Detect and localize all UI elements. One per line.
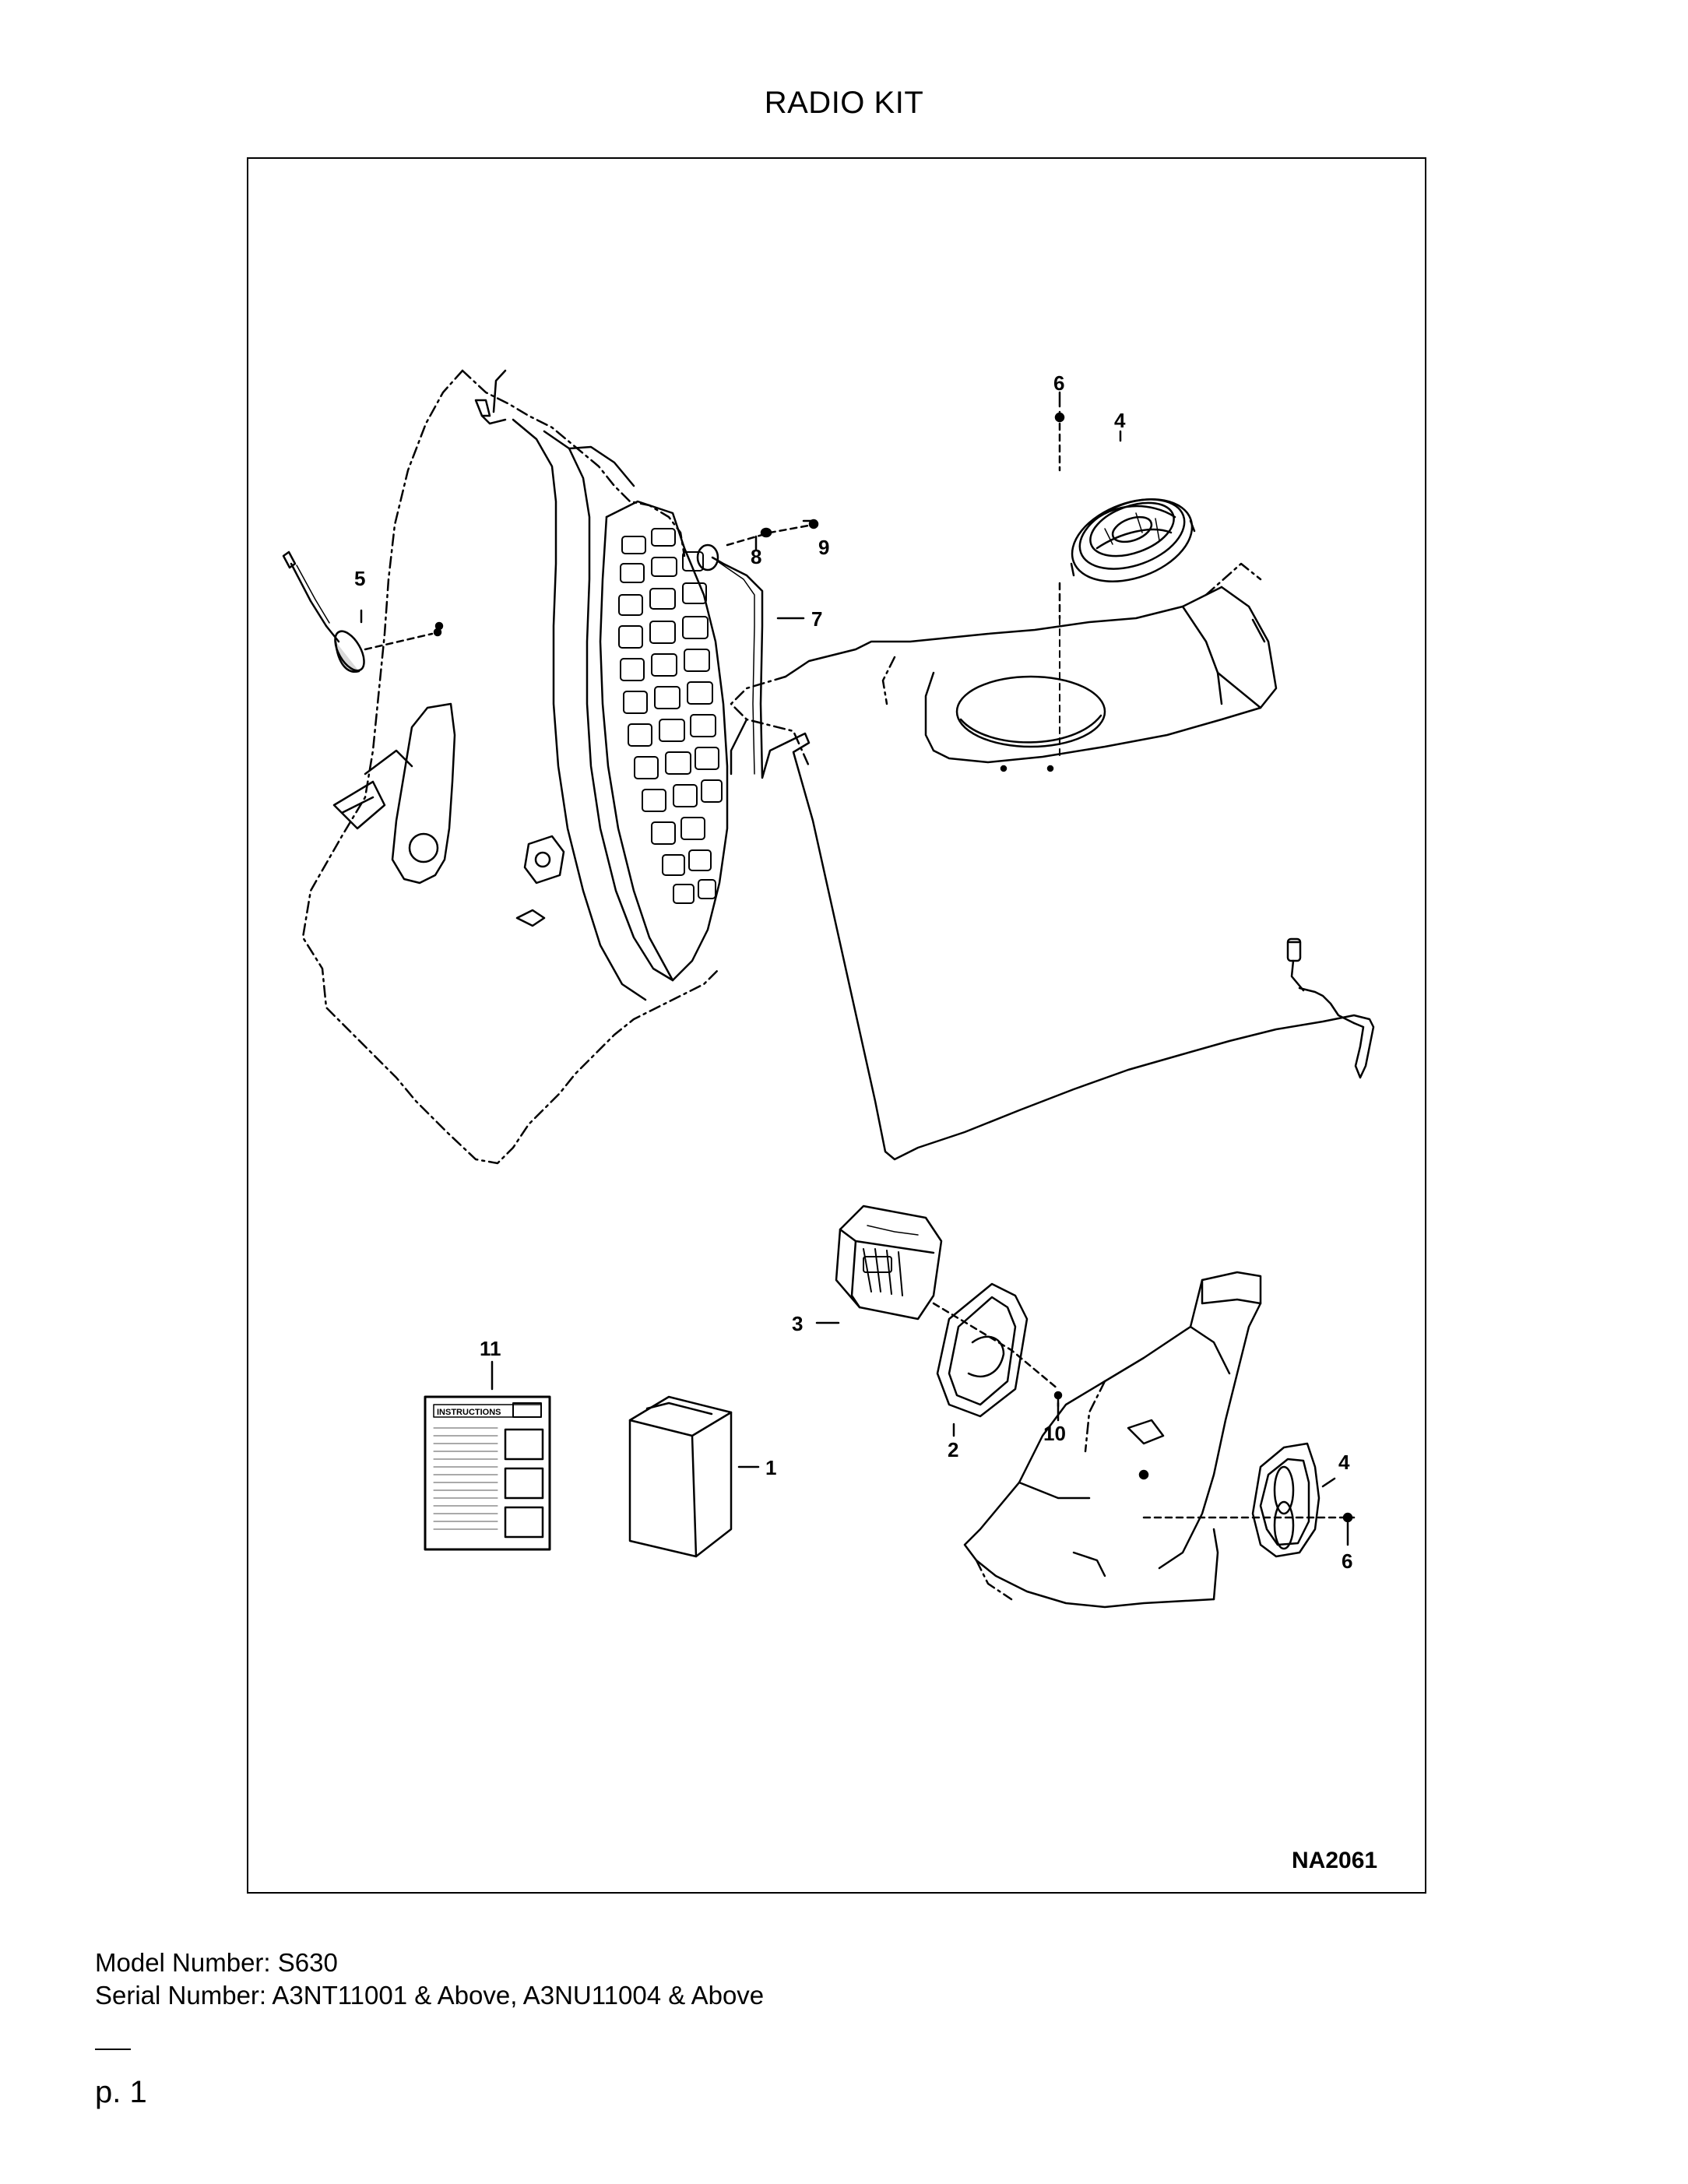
page-title: RADIO KIT	[764, 86, 924, 120]
upper-speaker-part	[1054, 410, 1196, 759]
model-serial-info: Model Number: S630 Serial Number: A3NT11…	[95, 1947, 764, 2012]
callout-numbers: 7 8 9 6 4 5 3 2 10 1 11 4 6 NA2061	[354, 371, 1377, 1873]
radio-bracket-part	[932, 1282, 1063, 1418]
instructions-sheet-part: INSTRUCTIONS	[424, 1395, 551, 1551]
callout-5: 5	[354, 567, 365, 590]
page-number-rule	[95, 2049, 131, 2050]
drawing-id: NA2061	[1292, 1848, 1377, 1873]
speaker-pod-upper-illustration	[730, 562, 1278, 775]
callout-2: 2	[948, 1438, 958, 1461]
callout-11: 11	[480, 1337, 501, 1360]
callout-3: 3	[792, 1312, 803, 1335]
page-number: p. 1	[95, 2075, 147, 2109]
kit-box-part	[628, 1395, 733, 1558]
cab-side-panel-illustration	[301, 369, 729, 1165]
parts-diagram: INSTRUCTIONS 7 8 9 6 4 5 3 2	[247, 157, 1426, 1894]
instructions-label: INSTRUCTIONS	[437, 1408, 501, 1417]
callout-10: 10	[1043, 1422, 1066, 1445]
callout-6-bottom: 6	[1342, 1549, 1352, 1573]
callout-1: 1	[765, 1456, 776, 1479]
antenna-part	[282, 550, 442, 673]
model-number-line: Model Number: S630	[95, 1948, 338, 1977]
callout-4-top: 4	[1114, 409, 1126, 432]
callout-6-top: 6	[1053, 371, 1064, 395]
callout-8: 8	[751, 545, 761, 568]
radio-part	[835, 1205, 943, 1321]
cab-corner-illustration	[963, 1271, 1262, 1609]
callout-leaders	[360, 391, 1349, 1546]
callout-7: 7	[811, 607, 822, 631]
antenna-cable-part	[696, 519, 1375, 1161]
callout-9: 9	[818, 536, 829, 559]
serial-number-line: Serial Number: A3NT11001 & Above, A3NU11…	[95, 1981, 765, 2010]
callout-4-bottom: 4	[1338, 1451, 1350, 1474]
lower-speaker-part	[1142, 1442, 1356, 1558]
